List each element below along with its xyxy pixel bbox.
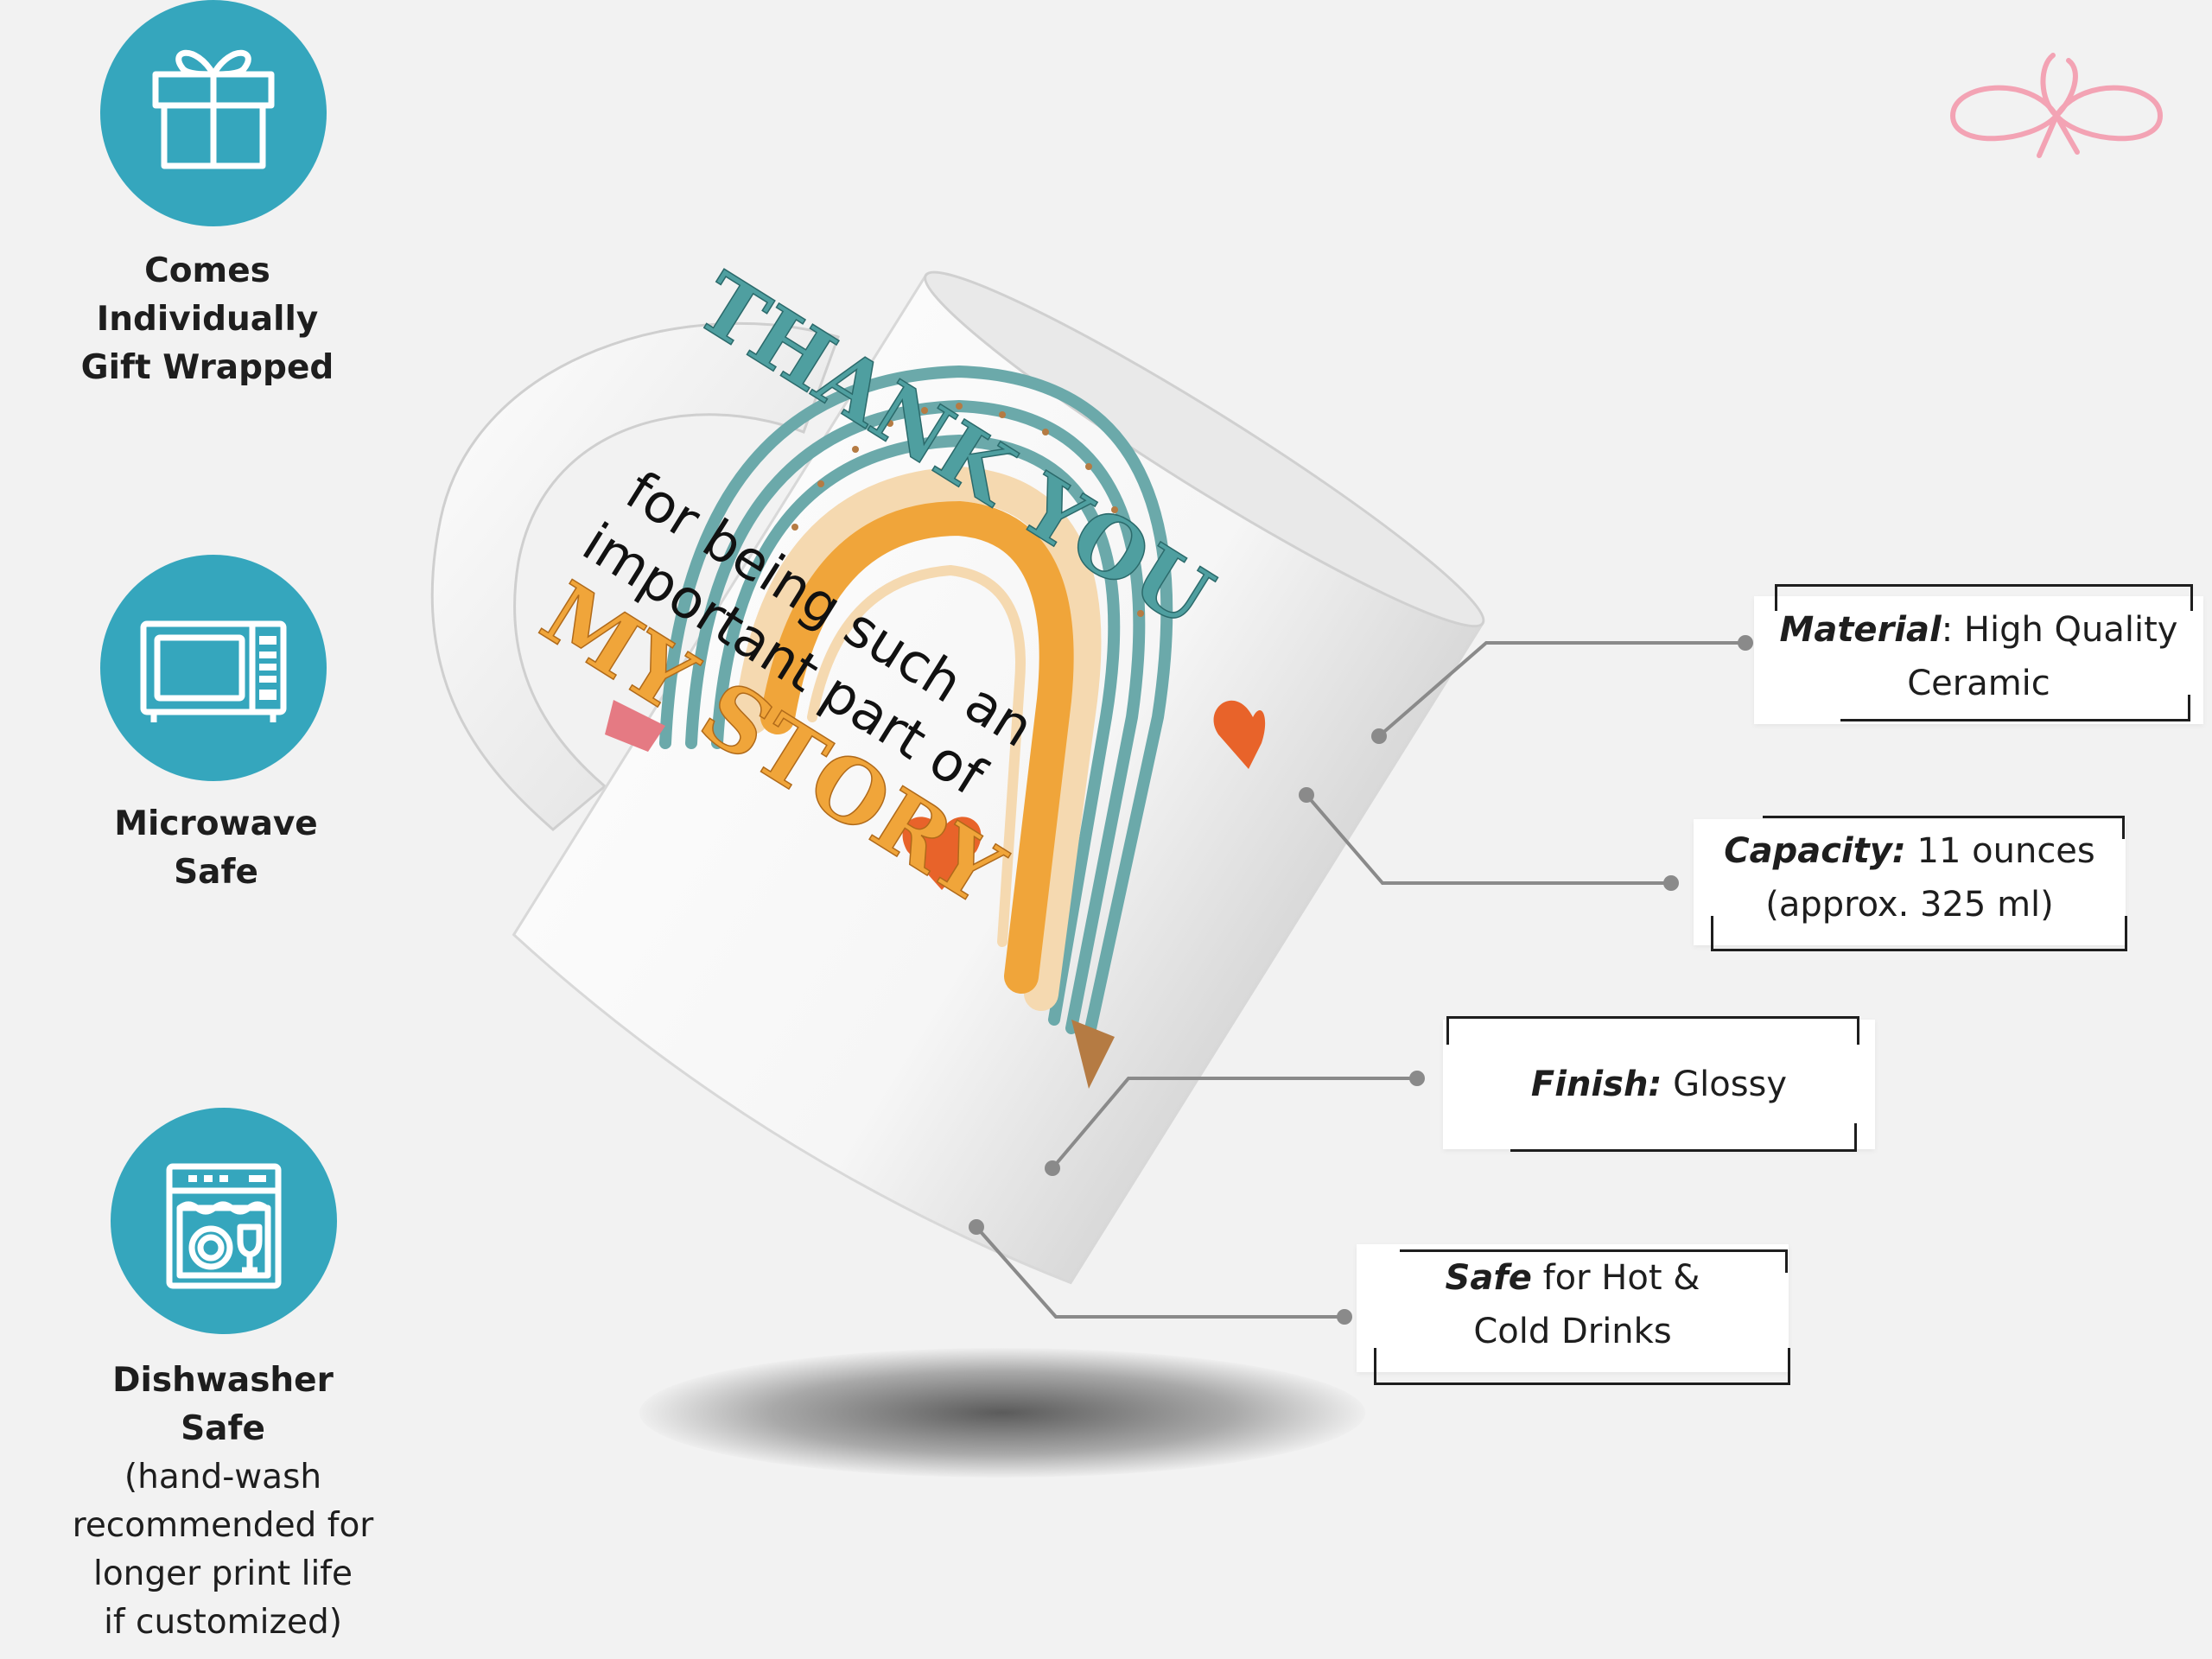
finish-value: Glossy: [1662, 1065, 1788, 1104]
mug-shadow: [639, 1348, 1365, 1478]
safe-bracket-top: [1400, 1249, 1788, 1273]
finish-bracket-top: [1446, 1016, 1859, 1045]
feature-dishwasher-note-1: (hand-wash: [124, 1458, 322, 1497]
dishwasher-badge: [111, 1108, 337, 1334]
feature-microwave-text: Microwave Safe: [43, 800, 389, 897]
callout-material: Material: High Quality Ceramic: [1754, 596, 2203, 724]
feature-gift-text: Comes Individually Gift Wrapped: [35, 247, 380, 392]
callout-finish: Finish: Glossy: [1443, 1020, 1875, 1149]
material-key: Material: [1779, 610, 1942, 650]
feature-dishwasher-note-4: if customized): [104, 1603, 342, 1642]
material-value: : High Quality: [1941, 610, 2178, 650]
material-bracket-bottom: [1840, 695, 2190, 721]
mug-illustration: THANK YOU for being such an important pa…: [430, 253, 1485, 1285]
mug-handle: [430, 321, 840, 831]
finish-bracket-bottom: [1510, 1123, 1857, 1152]
feature-dishwasher-line-2: Safe: [181, 1409, 265, 1448]
heart-icon: [1213, 700, 1266, 769]
capacity-bracket-top: [1763, 816, 2125, 839]
safe-value: for Hot &: [1531, 1258, 1700, 1298]
gift-box-icon: [152, 49, 275, 169]
material-bracket-top: [1775, 584, 2193, 611]
feature-microwave-line-2: Safe: [174, 853, 258, 892]
safe-bracket-bottom: [1374, 1348, 1790, 1385]
feature-dishwasher-note-3: longer print life: [92, 1554, 353, 1593]
capacity-key: Capacity:: [1724, 831, 1906, 871]
feature-dishwasher-text: Dishwasher Safe (hand-wash recommended f…: [50, 1357, 396, 1647]
finish-key: Finish:: [1530, 1065, 1662, 1104]
material-line-2: Ceramic: [1907, 664, 2050, 703]
capacity-bracket-bottom: [1711, 916, 2127, 951]
ribbon-bow-icon: [1949, 53, 2164, 158]
rainbow-graphic: [659, 365, 1173, 1043]
feature-microwave-line-1: Microwave: [114, 804, 318, 843]
gift-badge: [100, 0, 327, 226]
feature-gift-line-1: Comes Individually: [96, 251, 319, 339]
callout-capacity: Capacity: 11 ounces (approx. 325 ml): [1694, 819, 2126, 945]
microwave-badge: [100, 555, 327, 781]
callout-safe: Safe for Hot & Cold Drinks: [1357, 1244, 1789, 1372]
microwave-icon: [140, 620, 287, 722]
capacity-line-2: (approx. 325 ml): [1765, 885, 2054, 925]
feature-dishwasher-line-1: Dishwasher: [112, 1361, 334, 1400]
dishwasher-icon: [166, 1163, 282, 1289]
feature-dishwasher-note-2: recommended for: [72, 1506, 374, 1545]
feature-gift-line-2: Gift Wrapped: [80, 348, 334, 387]
safe-key: Safe: [1445, 1258, 1532, 1298]
capacity-value: 11 ounces: [1905, 831, 2095, 871]
safe-line-2: Cold Drinks: [1473, 1312, 1672, 1351]
